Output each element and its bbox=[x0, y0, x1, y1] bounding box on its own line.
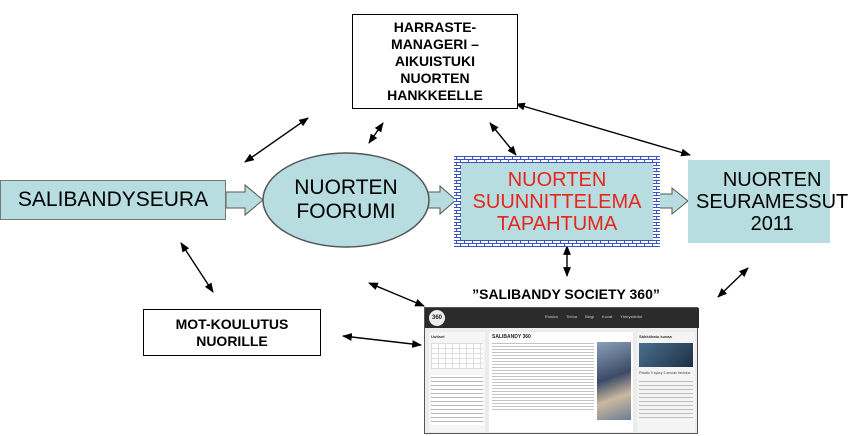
nav-item[interactable]: Blogi bbox=[585, 314, 594, 319]
nuorten-foorumi-label: NUORTEN FOORUMI bbox=[294, 176, 398, 223]
harraste-manageri-box: HARRASTE- MANAGERI – AIKUISTUKI NUORTEN … bbox=[352, 14, 518, 109]
site-logo: 360 bbox=[429, 310, 445, 326]
arrow-messut-website bbox=[717, 267, 749, 298]
site-right-sidebar: Sähkökatu kuvaa Pelattu 9 syksy 3 seuran… bbox=[637, 332, 695, 432]
right-sidebar-title: Sähkökatu kuvaa bbox=[639, 334, 672, 339]
site-article: SALIBANDY 360 bbox=[489, 332, 633, 432]
salibandy-society-title: ”SALIBANDY SOCIETY 360” bbox=[428, 286, 704, 302]
arrow-harraste-tapahtuma bbox=[489, 122, 517, 156]
salibandyseura-box: SALIBANDYSEURA bbox=[0, 180, 226, 220]
site-header: 360 Etusivu Tietoa Blogi Kuvat Yhteystie… bbox=[425, 308, 699, 328]
harraste-manageri-label: HARRASTE- MANAGERI – AIKUISTUKI NUORTEN … bbox=[387, 19, 483, 103]
calendar-grid bbox=[431, 343, 483, 369]
nav-item[interactable]: Etusivu bbox=[545, 314, 559, 319]
arrow-mot-website bbox=[342, 333, 422, 348]
nav-item[interactable]: Tietoa bbox=[566, 314, 578, 319]
suunnittelema-tapahtuma: NUORTEN SUUNNITTELEMA TAPAHTUMA bbox=[461, 163, 653, 240]
arrow-harraste-left bbox=[244, 117, 309, 163]
connectors bbox=[180, 102, 749, 348]
society-title-text: ”SALIBANDY SOCIETY 360” bbox=[472, 286, 660, 302]
right-sidebar-image bbox=[639, 343, 693, 367]
article-photo bbox=[597, 342, 631, 420]
arrow-harraste-messut bbox=[515, 102, 691, 157]
sidebar-links bbox=[431, 375, 483, 425]
block-arrow-tapahtuma-messut bbox=[657, 186, 689, 216]
website-screenshot: 360 Etusivu Tietoa Blogi Kuvat Yhteystie… bbox=[424, 307, 699, 434]
right-sidebar-caption: Pelattu 9 syksy 3 seuran tiedotus bbox=[639, 371, 691, 375]
block-arrow-foorumi-tapahtuma bbox=[427, 184, 457, 216]
site-logo-text: 360 bbox=[431, 315, 442, 321]
mot-koulutus-box: MOT-KOULUTUS NUORILLE bbox=[143, 309, 321, 356]
site-nav: Etusivu Tietoa Blogi Kuvat Yhteystiedot bbox=[545, 314, 642, 319]
block-arrow-seura-foorumi bbox=[225, 183, 264, 217]
site-left-sidebar: Uutiset bbox=[429, 332, 485, 432]
nav-item[interactable]: Kuvat bbox=[602, 314, 613, 319]
arrow-seura-mot bbox=[180, 242, 214, 293]
nuorten-seuramessut-label: NUORTEN SEURAMESSUT 2011 bbox=[696, 168, 848, 235]
nuorten-seuramessut-box: NUORTEN SEURAMESSUT 2011 bbox=[688, 160, 848, 243]
nuorten-foorumi: NUORTEN FOORUMI bbox=[263, 153, 429, 247]
mot-koulutus-label: MOT-KOULUTUS NUORILLE bbox=[175, 315, 289, 349]
article-title: SALIBANDY 360 bbox=[492, 334, 531, 340]
arrow-harraste-foorumi bbox=[368, 122, 384, 144]
site-sidebar-title: Uutiset bbox=[431, 334, 445, 339]
article-text bbox=[492, 342, 594, 412]
arrow-foorumi-website bbox=[368, 282, 425, 307]
salibandyseura-label: SALIBANDYSEURA bbox=[17, 188, 209, 211]
right-sidebar-links bbox=[639, 381, 693, 421]
nav-item[interactable]: Yhteystiedot bbox=[620, 314, 643, 319]
suunnittelema-tapahtuma-label: NUORTEN SUUNNITTELEMA TAPAHTUMA bbox=[472, 168, 642, 235]
nuorten-foorumi-ellipse bbox=[262, 152, 430, 248]
